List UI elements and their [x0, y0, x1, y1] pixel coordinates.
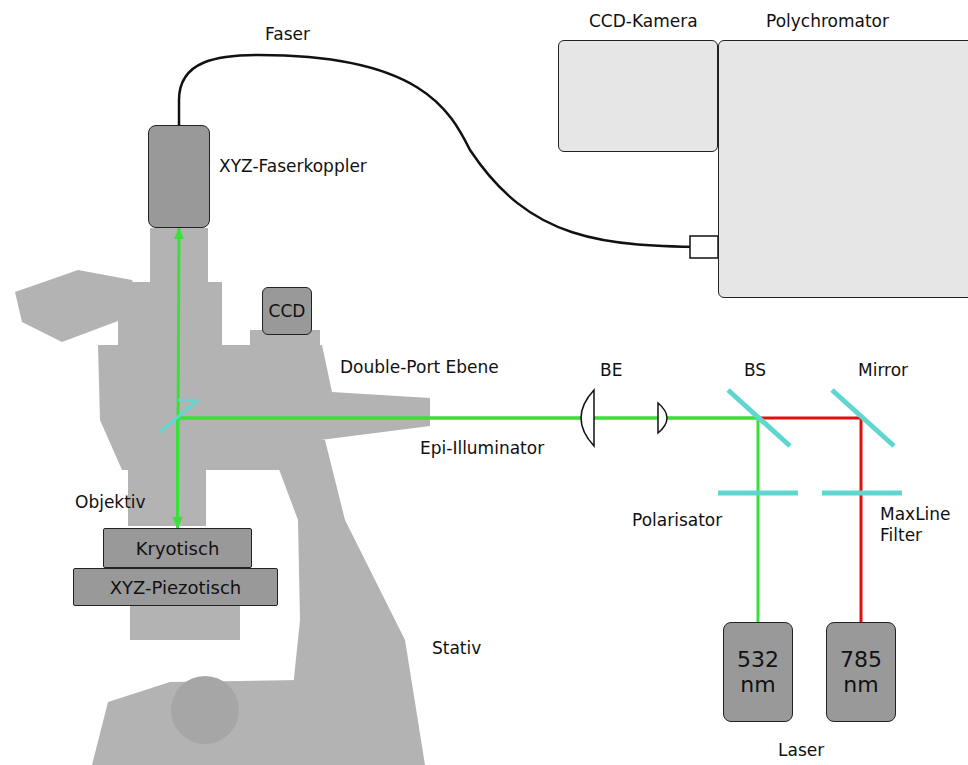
node-label: XYZ-Piezotisch	[110, 577, 242, 598]
part-label: Stativ	[432, 638, 481, 659]
polychromator-box: Polychromator	[718, 40, 968, 298]
part-label: Objektiv	[75, 492, 146, 513]
head-body	[118, 282, 222, 348]
beam-line	[758, 418, 861, 622]
cryo-stage: Kryotisch	[103, 528, 252, 568]
part-label: Polarisator	[632, 510, 722, 531]
part-label: Epi-Illuminator	[420, 438, 544, 459]
node-heading: CCD-Kamera	[589, 11, 698, 31]
fiber-port	[690, 236, 718, 258]
laser-box: 532 nm	[723, 622, 793, 722]
beam-line	[178, 228, 180, 528]
ccd-box: CCD	[262, 287, 312, 335]
lens	[658, 403, 667, 433]
node-heading: XYZ-Faserkoppler	[219, 156, 367, 176]
maxline-filter	[822, 491, 902, 496]
node-label: 785 nm	[827, 647, 895, 697]
edge-label: Faser	[265, 24, 310, 45]
plane-label: Double-Port Ebene	[340, 357, 499, 378]
epi-mirror-tick	[178, 399, 198, 401]
group-label: Laser	[778, 740, 824, 761]
node-label: CCD	[269, 301, 306, 321]
laser-beam	[174, 228, 184, 528]
node-label: Kryotisch	[136, 538, 220, 559]
node-heading: Polychromator	[766, 11, 889, 31]
polarizer	[718, 491, 798, 496]
camera-box: CCD-Kamera	[558, 40, 718, 152]
mirror	[832, 390, 894, 446]
laser-box: 785 nm	[826, 622, 896, 722]
part-label: BE	[600, 360, 622, 381]
stage-arm	[130, 604, 240, 640]
part-label: MaxLine Filter	[880, 504, 964, 547]
epi-mirror	[160, 400, 198, 432]
part-label: BS	[744, 360, 766, 381]
part-label: Mirror	[858, 360, 908, 381]
piezo-stage: XYZ-Piezotisch	[73, 568, 278, 606]
node-label: 532 nm	[724, 647, 792, 697]
focus-knob	[171, 676, 239, 744]
fiber-coupler: XYZ-Faserkoppler	[148, 125, 210, 228]
lens	[581, 390, 594, 446]
arrow-head	[174, 228, 184, 239]
beam-splitter	[728, 390, 790, 446]
